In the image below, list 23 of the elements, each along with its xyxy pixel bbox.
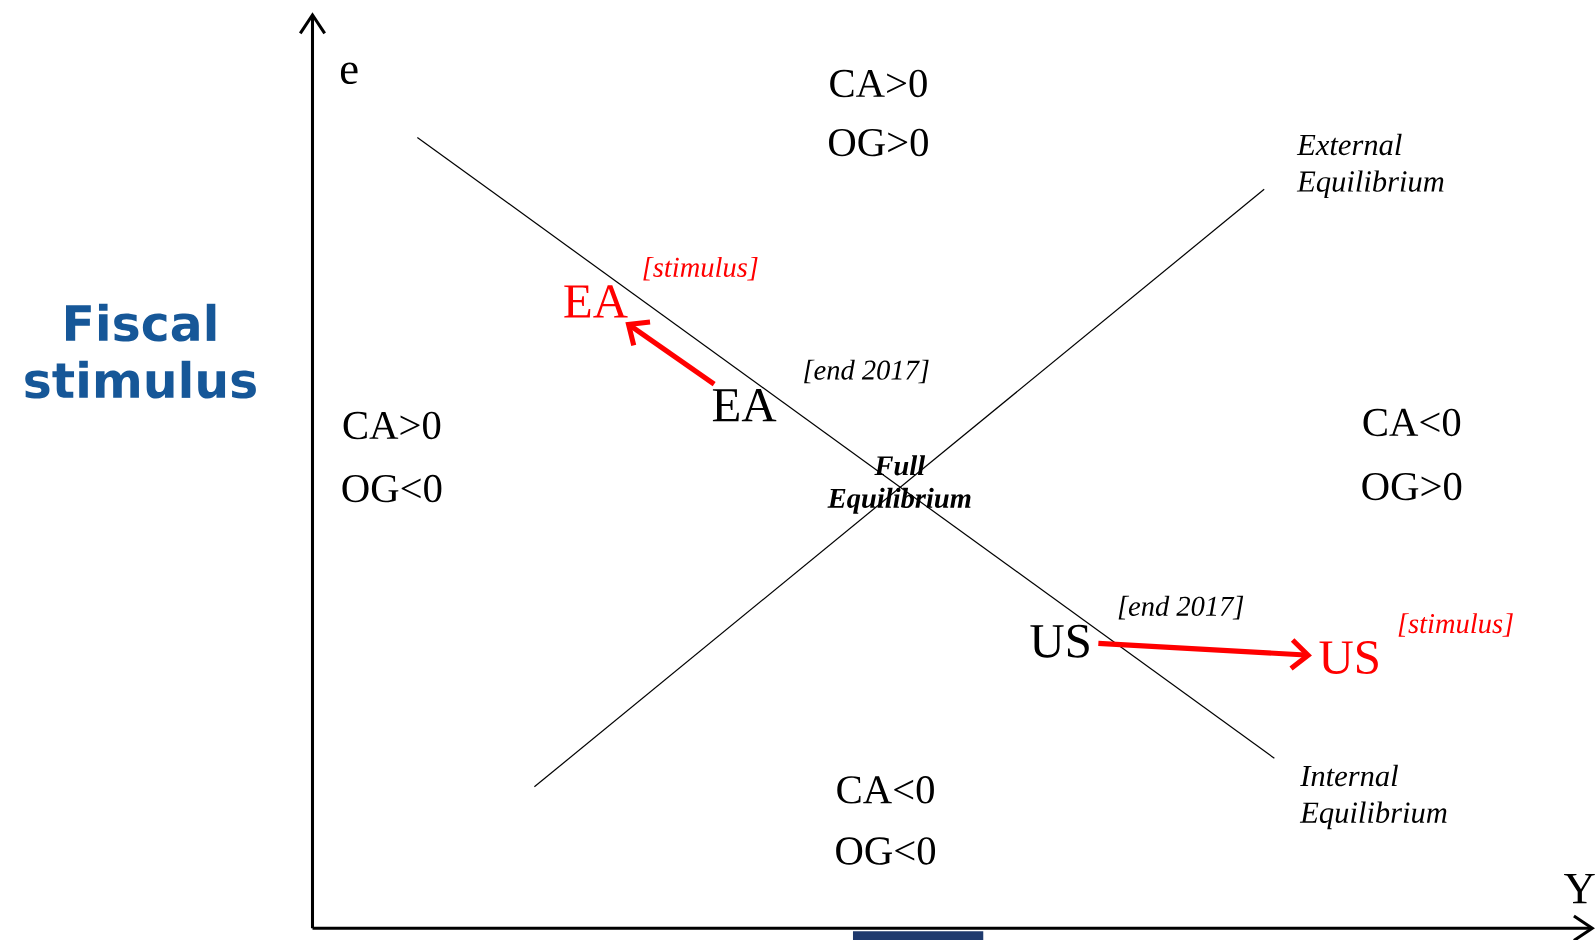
axis-label: e [340,62,358,84]
region-label: CA>0 [830,69,927,97]
region-label: CA>0 [343,411,441,439]
point-label: US [1030,624,1089,658]
curve-label: External Equilibrium [1296,133,1444,198]
region-label: CA<0 [1363,408,1461,436]
note: [stimulus] [643,256,758,281]
region-label: CA<0 [837,775,934,804]
curve-label: Internal Equilibrium [1299,764,1447,829]
arrow [625,319,716,387]
point-label: US [1319,640,1378,674]
title: Fiscal stimulus [25,303,256,399]
region-label: OG<0 [342,474,442,503]
axis-label: Y [1564,873,1595,903]
point-label: EA [564,284,628,318]
note: [end 2017] [1118,595,1244,620]
region-label: OG>0 [1362,472,1462,500]
note: [end 2017] [804,359,929,384]
arrow [1098,638,1312,671]
point-label: EA [712,388,777,421]
region-label: OG>0 [829,128,928,156]
region-label: OG<0 [836,836,936,865]
note: [stimulus] [1398,612,1513,637]
